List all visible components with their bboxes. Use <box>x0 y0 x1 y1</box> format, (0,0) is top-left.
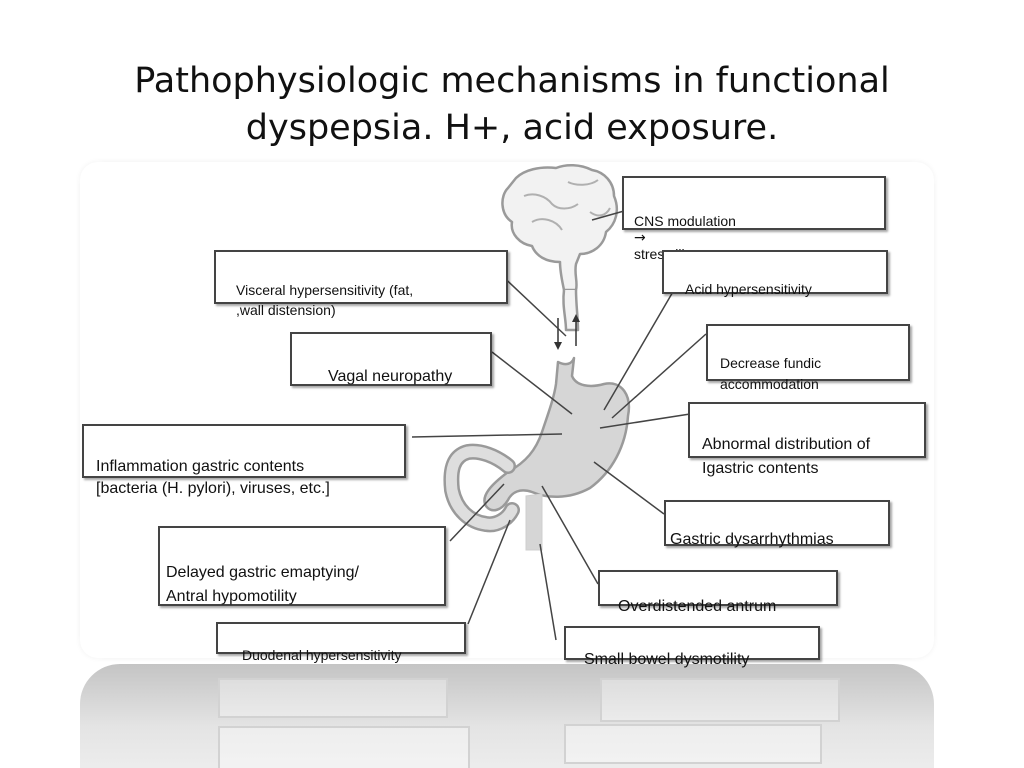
brain-icon <box>501 164 618 332</box>
line-fundic <box>611 333 707 419</box>
slide-title-line-2: dyspepsia. H+, acid exposure. <box>245 108 779 148</box>
label-cns-modulation: CNS modulation → stress,illness <box>622 176 886 262</box>
label-duodenal-hypersensitivity: Duodenal hypersensitivity <box>216 622 466 663</box>
label-delayed-gastric-emptying: Delayed gastric emaptying/ Antral hypomo… <box>158 526 446 606</box>
line-overdistended <box>541 485 599 585</box>
line-acid <box>603 289 675 411</box>
line-abnormal <box>599 413 691 429</box>
label-abnormal-distribution: Abnormal distribution of Igastric conten… <box>688 402 926 477</box>
reflection-ghost-box <box>564 724 822 764</box>
label-decrease-fundic-accommodation: Decrease fundic accommodation <box>706 324 910 392</box>
label-overdistended-antrum: Overdistended antrum <box>598 570 838 615</box>
line-inflammation <box>411 433 563 438</box>
label-acid-hypersensitivity: Acid hypersensitivity <box>662 250 888 297</box>
label-small-bowel-dysmotility: Small bowel dysmotility <box>564 626 820 668</box>
connector-lines <box>411 210 707 641</box>
reflection-ghost-box <box>218 726 470 768</box>
cns-label-text: CNS modulation <box>634 213 736 229</box>
label-vagal-neuropathy: Vagal neuropathy <box>290 332 492 386</box>
vagal-arrows <box>554 314 580 350</box>
line-vagal <box>491 351 573 415</box>
line-small-bowel <box>539 543 557 641</box>
label-gastric-dysarrhythmias: Gastric dysarrhythmias <box>664 500 890 548</box>
reflection-ghost-box <box>600 678 840 722</box>
line-duodenal <box>467 519 511 625</box>
line-delayed <box>449 483 505 542</box>
line-dysarrhythmias <box>593 461 665 515</box>
line-cns <box>591 210 625 221</box>
slide-title-line-1: Pathophysiologic mechanisms in functiona… <box>134 61 890 101</box>
label-inflammation-gastric-contents: Inflammation gastric contents [bacteria … <box>82 424 406 497</box>
arrow-right-icon: → <box>634 230 646 246</box>
reflection-ghost-box <box>218 678 448 718</box>
slide-reflection <box>80 664 934 768</box>
label-visceral-hypersensitivity: Visceral hypersensitivity (fat, ,wall di… <box>214 250 508 318</box>
slide-title: Pathophysiologic mechanisms in functiona… <box>0 58 1024 152</box>
duodenum-icon <box>443 443 543 551</box>
